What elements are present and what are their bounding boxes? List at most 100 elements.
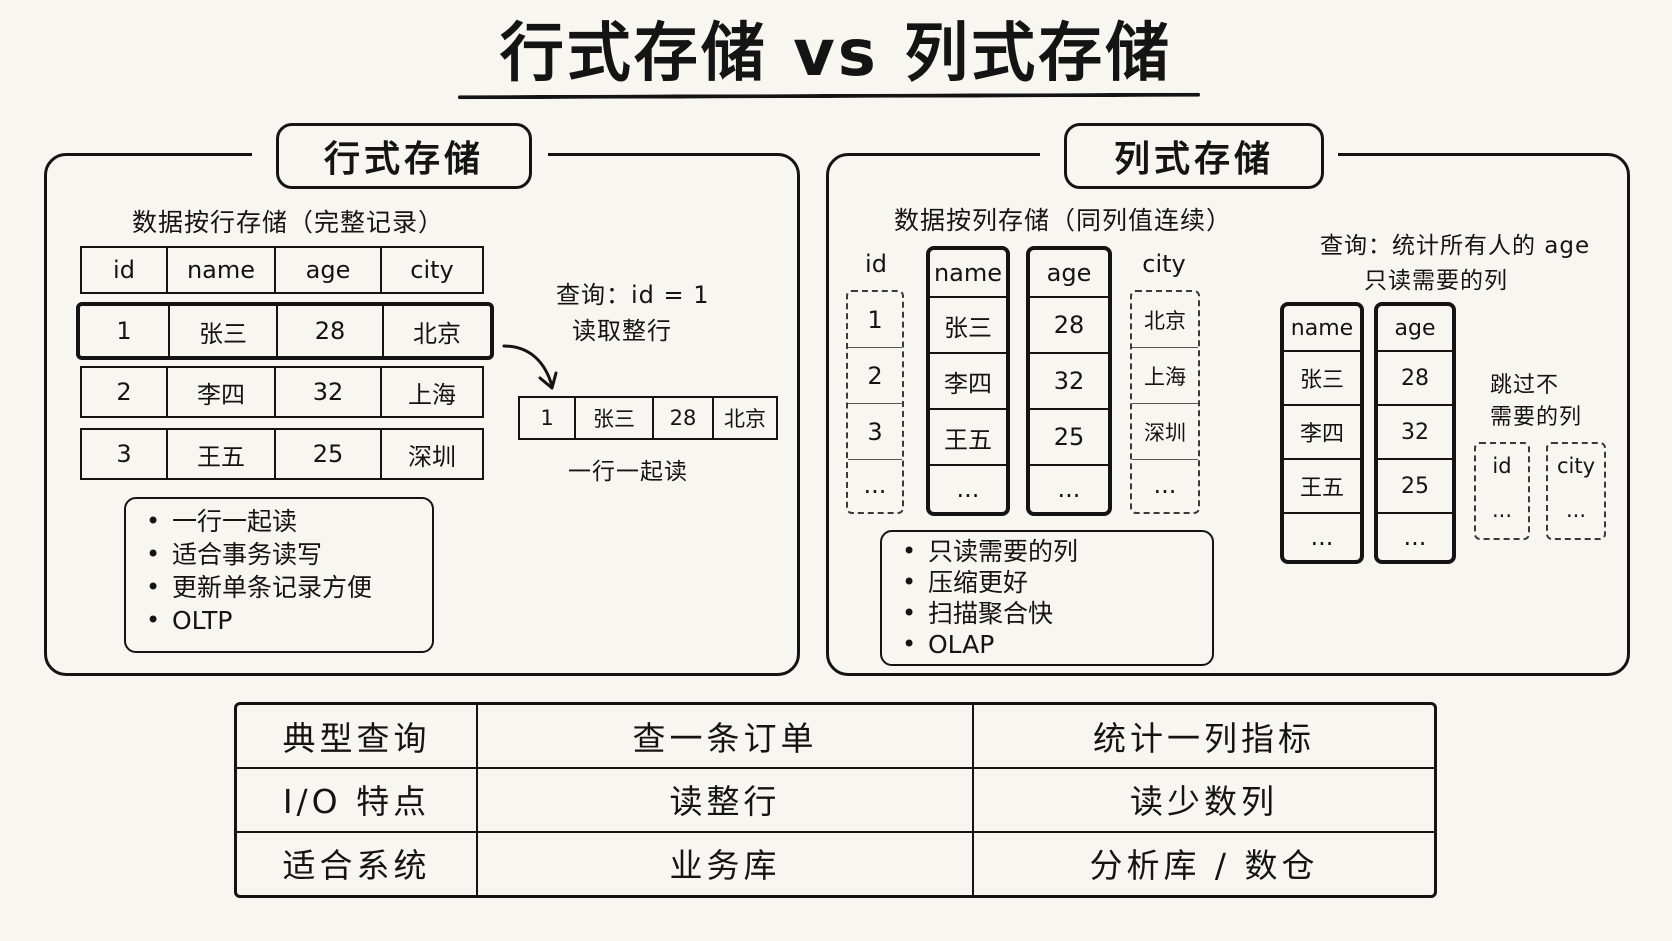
col-cell: ... xyxy=(1057,475,1081,503)
table-cell: 28 xyxy=(278,306,384,356)
table-row: 2 李四 32 上海 xyxy=(80,366,484,418)
col-cell-header: id xyxy=(1492,454,1512,478)
page-title: 行式存储 vs 列式存储 xyxy=(499,17,1173,91)
col-cell: ... xyxy=(1491,498,1513,522)
result-cell: 北京 xyxy=(712,396,778,440)
col-cell: 32 xyxy=(1030,354,1108,410)
read-column-age: age 28 32 25 ... xyxy=(1374,302,1456,564)
col-cell: ... xyxy=(1153,471,1177,499)
list-item: 扫描聚合快 xyxy=(902,598,1212,629)
table-row-highlighted: 1 张三 28 北京 xyxy=(76,302,494,360)
table-cell: 25 xyxy=(274,428,382,480)
table-row: I/O 特点 读整行 读少数列 xyxy=(237,767,1434,833)
col-cell: ... xyxy=(863,471,887,499)
column-age: age 28 32 25 ... xyxy=(1026,246,1112,516)
list-item: 压缩更好 xyxy=(902,567,1212,598)
col-cell: 张三 xyxy=(1284,352,1360,406)
row-query-subtext: 读取整行 xyxy=(572,317,672,345)
row-store-tab-title: 行式存储 xyxy=(276,123,532,189)
table-cell: 3 xyxy=(80,428,168,480)
table-cell: 业务库 xyxy=(478,831,974,895)
header-name: name xyxy=(166,246,276,294)
col-store-caption: 数据按列存储（同列值连续） xyxy=(894,206,1233,235)
col-query-text: 查询：统计所有人的 age xyxy=(1320,233,1591,259)
column-id: 1 2 3 ... xyxy=(846,290,904,514)
col-cell: 28 xyxy=(1030,298,1108,354)
result-cell: 28 xyxy=(652,396,714,440)
col-cell: ... xyxy=(1310,523,1334,551)
col-cell: 25 xyxy=(1030,410,1108,466)
table-cell: 深圳 xyxy=(380,428,484,480)
col-cell-header: name xyxy=(1284,306,1360,352)
col-cell: 深圳 xyxy=(1132,404,1198,460)
comparison-table: 典型查询 查一条订单 统计一列指标 I/O 特点 读整行 读少数列 适合系统 业… xyxy=(234,702,1437,898)
col-cell-header: age xyxy=(1378,306,1452,352)
table-cell: 2 xyxy=(80,366,168,418)
table-cell: 读少数列 xyxy=(1130,782,1278,821)
list-item: 只读需要的列 xyxy=(902,536,1212,567)
col-cell: 王五 xyxy=(1284,460,1360,514)
list-item: 更新单条记录方便 xyxy=(146,571,432,604)
skip-text: 跳过不 xyxy=(1490,373,1560,398)
table-cell: 王五 xyxy=(166,428,276,480)
skipped-column-city: city ... xyxy=(1546,442,1606,540)
table-cell: 分析库 / 数仓 xyxy=(1089,846,1319,885)
col-cell-header: age xyxy=(1030,250,1108,298)
col-query-subtext: 只读需要的列 xyxy=(1364,268,1508,294)
col-cell: 北京 xyxy=(1132,292,1198,348)
col-cell: 李四 xyxy=(930,354,1006,410)
col-cell: 李四 xyxy=(1284,406,1360,460)
col-cell: 3 xyxy=(848,404,902,460)
row-store-caption: 数据按行存储（完整记录） xyxy=(132,208,445,237)
col-cell: ... xyxy=(956,475,980,503)
col-cell: ... xyxy=(1403,523,1427,551)
col-store-bullets: 只读需要的列 压缩更好 扫描聚合快 OLAP xyxy=(880,530,1214,666)
table-cell: 适合系统 xyxy=(237,831,478,895)
col-cell: 张三 xyxy=(930,298,1006,354)
col-cell: 32 xyxy=(1378,406,1452,460)
col-cell: 上海 xyxy=(1132,348,1198,404)
col-cell: 25 xyxy=(1378,460,1452,514)
header-city: city xyxy=(380,246,484,294)
result-cell: 1 xyxy=(518,396,576,440)
col-cell-header: name xyxy=(930,250,1006,298)
row-query-text: 查询：id = 1 xyxy=(556,281,710,309)
table-row: 3 王五 25 深圳 xyxy=(80,428,484,480)
col-cell: 28 xyxy=(1378,352,1452,406)
row-store-header-row: id name age city xyxy=(80,246,484,294)
header-id: id xyxy=(80,246,168,294)
col-cell: 王五 xyxy=(930,410,1006,466)
read-column-name: name 张三 李四 王五 ... xyxy=(1280,302,1364,564)
col-cell-header: city xyxy=(1556,454,1596,478)
header-age: age xyxy=(274,246,382,294)
col-header-id: id xyxy=(865,250,887,278)
list-item: 适合事务读写 xyxy=(146,538,432,571)
column-city: 北京 上海 深圳 ... xyxy=(1130,290,1200,514)
list-item: 一行一起读 xyxy=(146,505,432,538)
table-cell: 李四 xyxy=(166,366,276,418)
skipped-column-id: id ... xyxy=(1474,442,1530,540)
row-store-bullets: 一行一起读 适合事务读写 更新单条记录方便 OLTP xyxy=(124,497,434,653)
table-row: 典型查询 查一条订单 统计一列指标 xyxy=(237,705,1434,769)
result-cell: 张三 xyxy=(574,396,654,440)
list-item: OLTP xyxy=(146,604,432,637)
table-cell: 张三 xyxy=(170,306,278,356)
col-store-tab-title: 列式存储 xyxy=(1064,123,1324,189)
table-cell: 32 xyxy=(274,366,382,418)
table-cell: I/O 特点 xyxy=(237,767,478,831)
result-caption: 一行一起读 xyxy=(568,459,688,485)
col-cell: 2 xyxy=(848,348,902,404)
table-cell: 典型查询 xyxy=(237,705,478,767)
table-cell: 上海 xyxy=(380,366,484,418)
table-row: 适合系统 业务库 分析库 / 数仓 xyxy=(237,831,1434,895)
table-cell: 查一条订单 xyxy=(478,705,974,767)
col-cell: ... xyxy=(1565,498,1587,522)
table-cell: 1 xyxy=(80,306,170,356)
list-item: OLAP xyxy=(902,629,1212,660)
skip-subtext: 需要的列 xyxy=(1490,405,1583,430)
result-row: 1 张三 28 北京 xyxy=(518,396,778,440)
table-cell: 北京 xyxy=(413,319,461,348)
arrow-icon xyxy=(502,344,558,390)
table-cell: 读整行 xyxy=(478,767,974,831)
col-cell: 1 xyxy=(848,292,902,348)
